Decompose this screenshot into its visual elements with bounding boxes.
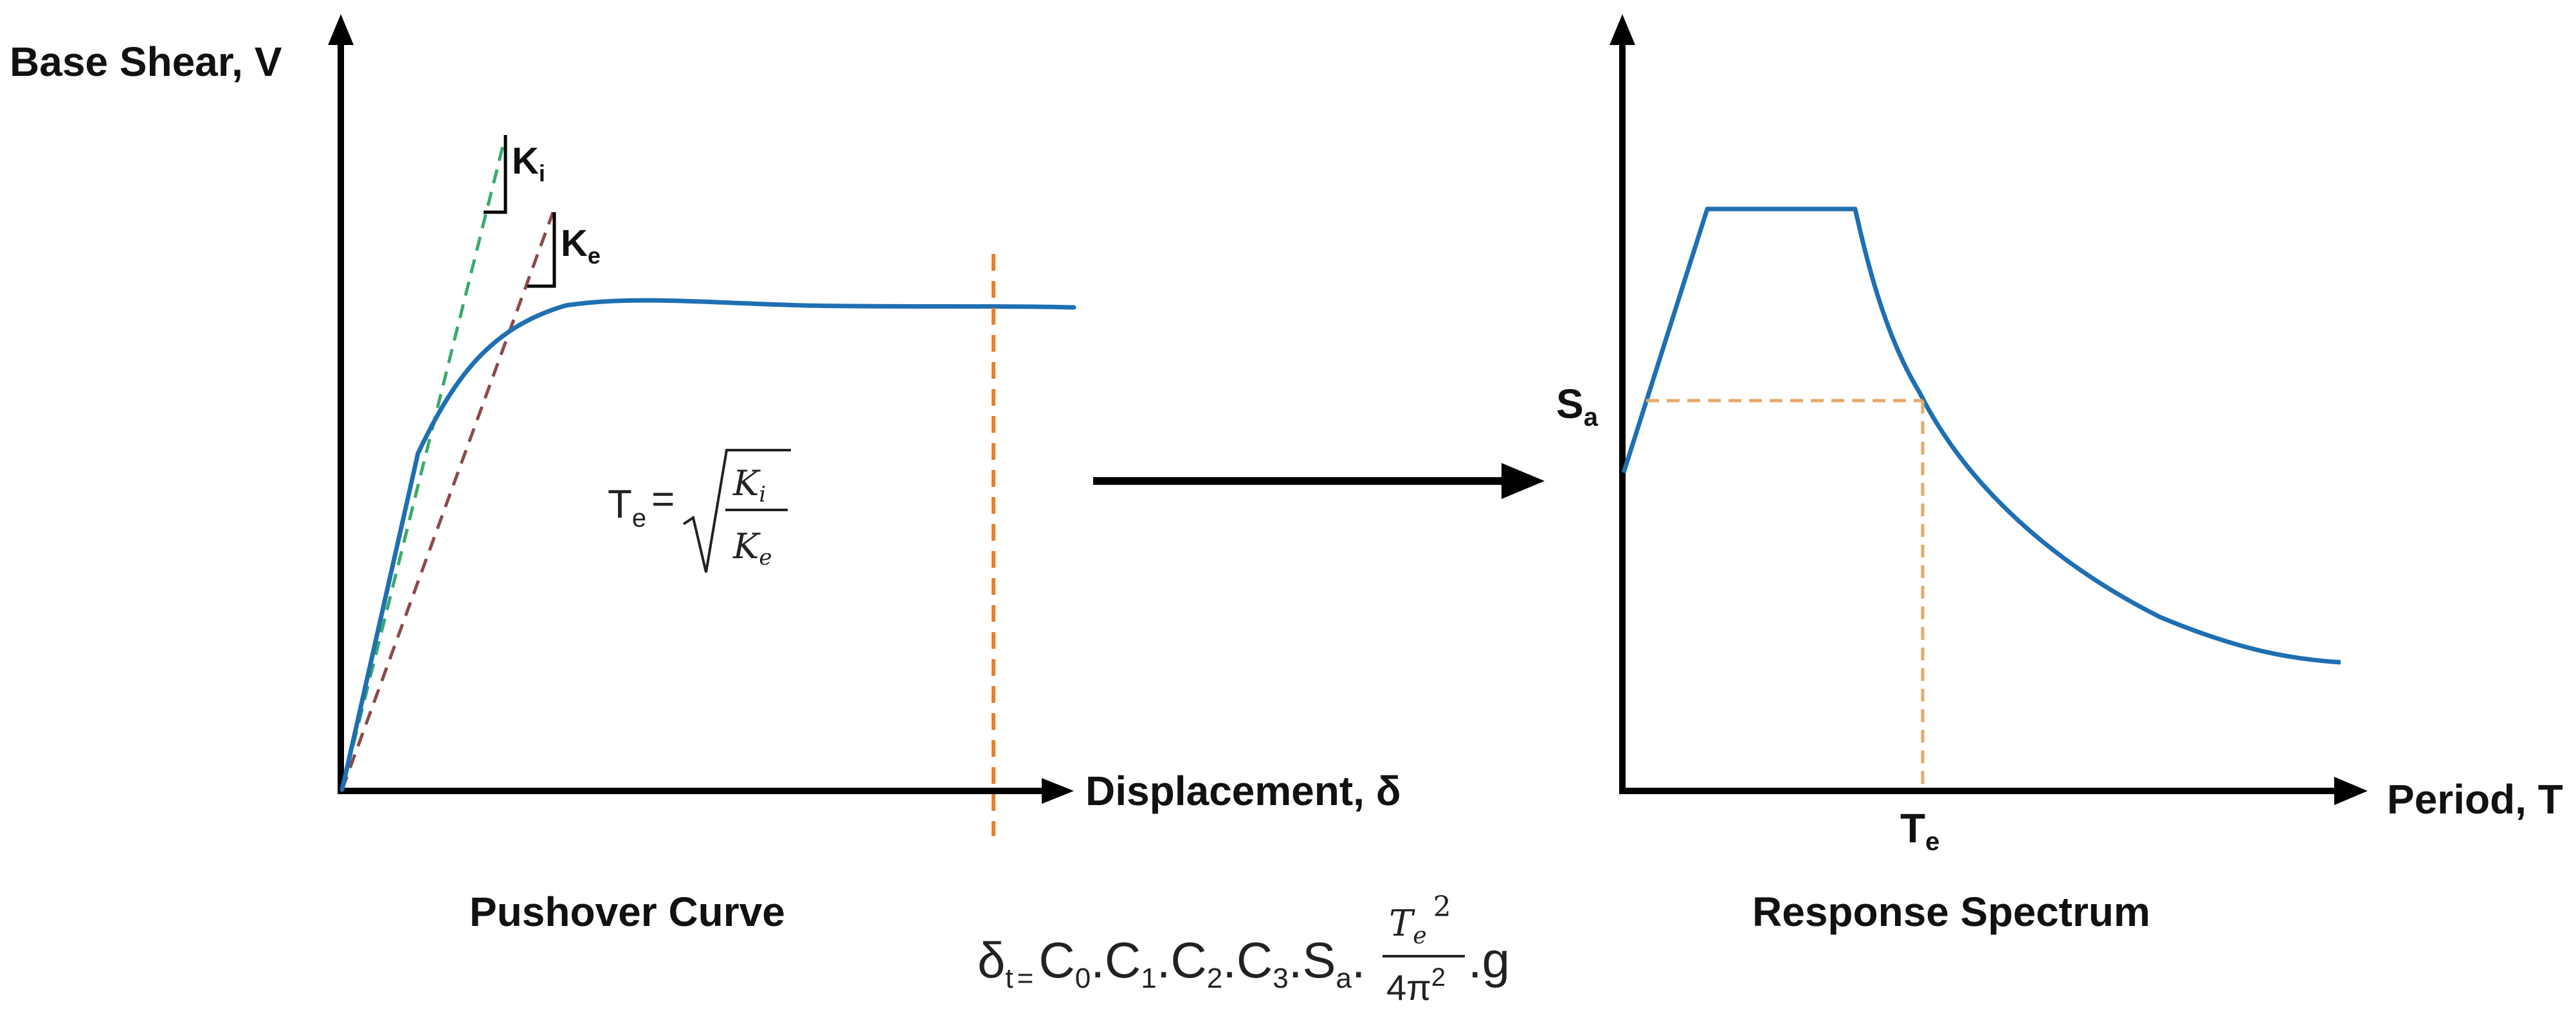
te-label: Te [1900,805,1939,856]
pushover-y-axis-label: Base Shear, V [10,39,282,85]
spectrum-curve [1621,206,2341,665]
ke-slope-triangle [527,212,556,288]
svg-text:Te=: Te= [608,477,675,532]
ki-slope-triangle [484,135,507,214]
spectrum-panel: Period, T Sa Te Response Spectrum [1556,14,2563,935]
spectrum-x-axis-arrowhead [2334,777,2368,805]
ke-label: Ke [561,222,601,269]
ki-stiffness-line [340,138,507,790]
svg-text:Ki: Ki [732,463,766,507]
pushover-caption: Pushover Curve [469,889,785,935]
pushover-x-axis-arrowhead [1042,778,1074,804]
ki-label: Ki [512,140,545,186]
transition-arrow [1093,463,1545,499]
pushover-x-axis-label: Displacement, δ [1085,768,1401,814]
target-displacement-formula: δt=C0.C1.C2.C3.Sa. Te2 4π2 .g [977,891,1510,1008]
svg-text:.g: .g [1468,932,1510,988]
spectrum-y-axis-arrowhead [1610,14,1635,45]
svg-text:Te2: Te2 [1389,891,1451,949]
pushover-panel: Base Shear, V Displacement, δ Ki Ke Te= … [10,14,1510,1008]
sa-label: Sa [1556,381,1599,431]
period-formula: Te= Ki Ke [608,449,791,573]
pushover-curve [340,298,1076,792]
svg-text:4π2: 4π2 [1386,963,1446,1008]
sqrt-sign [682,449,791,573]
pushover-y-axis-arrowhead [328,14,354,45]
spectrum-x-axis-label: Period, T [2387,776,2563,822]
svg-text:δt=C0.C1.C2.C3.Sa.: δt=C0.C1.C2.C3.Sa. [977,932,1366,994]
ke-stiffness-line [340,212,555,790]
svg-text:Ke: Ke [732,526,772,570]
spectrum-caption: Response Spectrum [1752,889,2150,935]
